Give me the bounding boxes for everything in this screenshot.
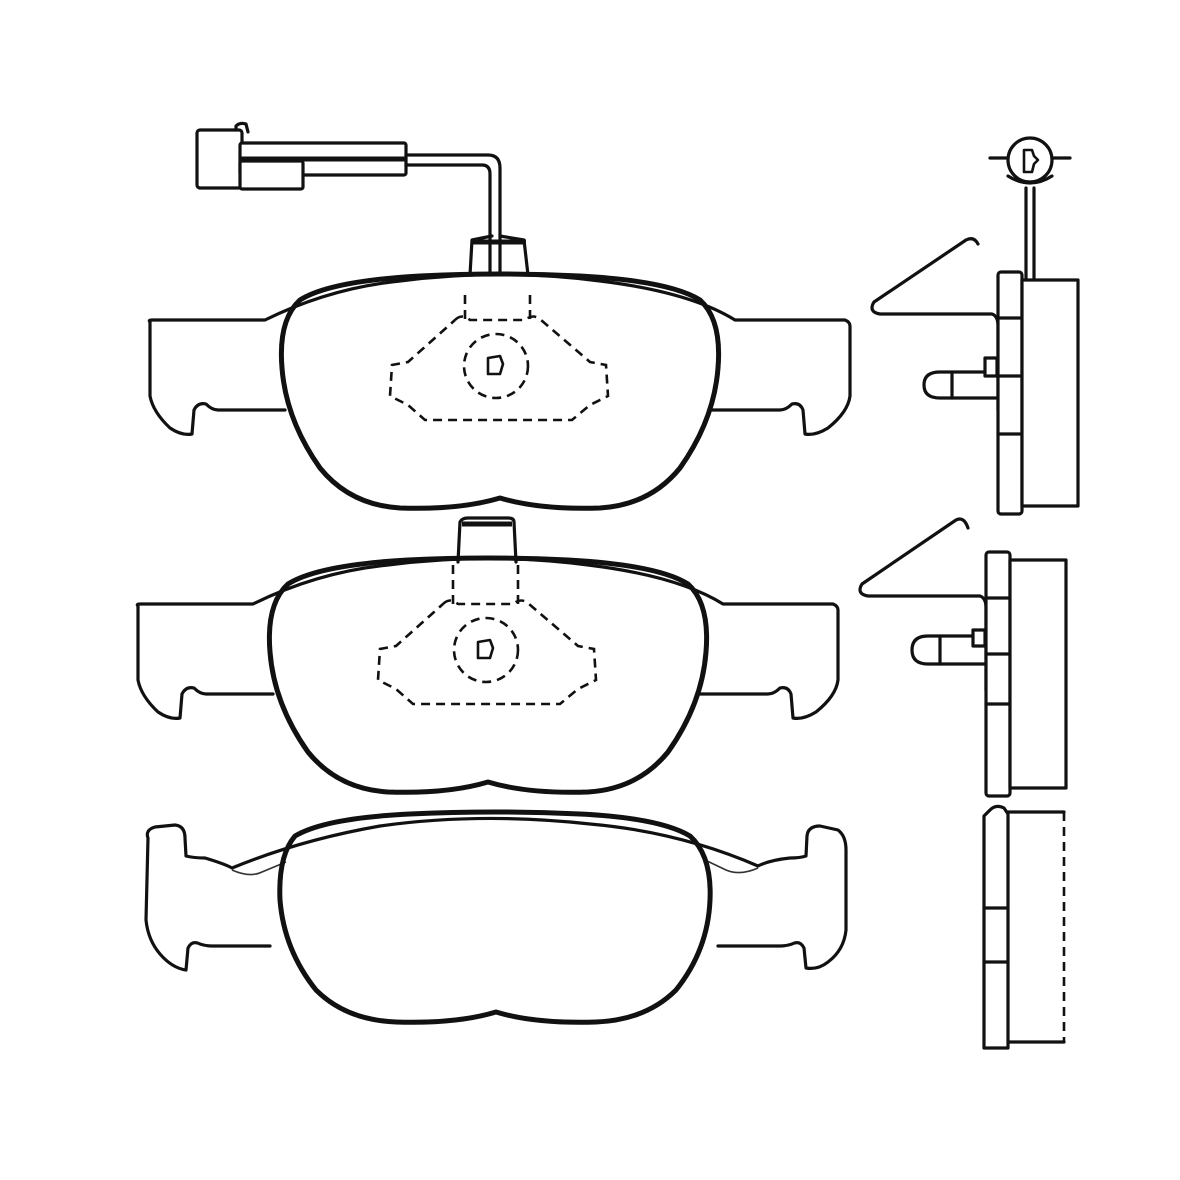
pad-1-front-view	[147, 121, 852, 511]
friction-material	[277, 809, 713, 1025]
hidden-features	[388, 295, 610, 422]
piston-pin	[922, 356, 1000, 400]
wear-sensor-connector-icon	[195, 121, 408, 191]
hidden-features	[376, 565, 598, 706]
retaining-clip	[870, 237, 1000, 412]
pad-3-front-view	[144, 809, 848, 1025]
pad-2-side-view	[858, 517, 1068, 798]
wear-sensor-plug-icon	[988, 136, 1072, 280]
sensor-tab	[456, 516, 518, 564]
backing-plate-outline	[144, 816, 848, 972]
sensor-wire	[404, 153, 502, 277]
friction-material	[266, 555, 710, 795]
friction-material	[278, 271, 722, 511]
pad-1-side-view	[870, 136, 1080, 516]
piston-pin	[910, 628, 988, 666]
pad-3-side-view	[982, 804, 1066, 1050]
backing-plate-outline	[147, 272, 852, 436]
backing-plate-outline	[135, 556, 840, 720]
pad-2-front-view	[135, 516, 840, 795]
